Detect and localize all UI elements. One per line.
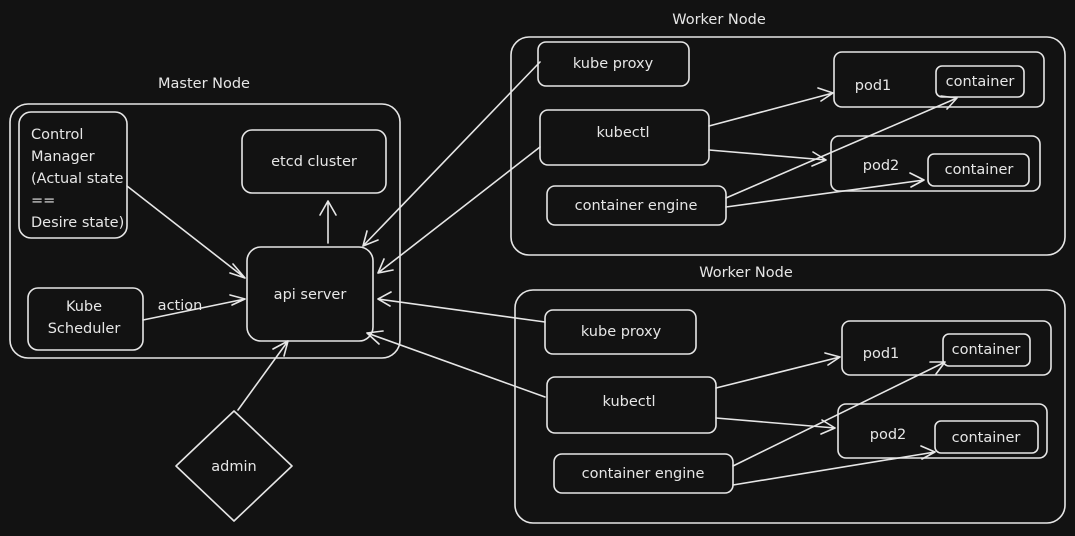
etcd-cluster-label: etcd cluster — [271, 154, 357, 170]
worker-1-pod2-container-label: container — [944, 162, 1014, 178]
etcd-cluster-box — [241, 129, 387, 194]
admin-diamond — [175, 410, 293, 522]
worker-1-pod2-box — [830, 135, 1041, 192]
worker-2-pod2-label: pod2 — [869, 427, 907, 443]
worker-1-kubectl-box — [539, 109, 710, 166]
worker-1-kube-proxy-label: kube proxy — [572, 56, 654, 72]
worker-2-kubectl-label: kubectl — [602, 394, 656, 410]
worker-2-kubectl-box — [546, 376, 717, 434]
control-manager-line-4: == — [31, 193, 56, 209]
worker-2-pod1-container-label: container — [951, 342, 1021, 358]
control-manager-box — [18, 111, 128, 239]
worker-2-pod2-container-label: container — [951, 430, 1021, 446]
control-manager-label: Control Manager (Actual state == Desire … — [31, 124, 124, 234]
arrow-w2-kubectl-to-pod2 — [715, 417, 836, 435]
worker-2-frame — [514, 289, 1066, 524]
worker-1-title: Worker Node — [672, 12, 766, 28]
worker-2-pod1-label: pod1 — [862, 346, 900, 362]
master-node-title: Master Node — [158, 76, 250, 92]
arrow-api-to-etcd — [319, 200, 337, 244]
worker-1-pod1-label: pod1 — [854, 78, 892, 94]
worker-1-pod1-box — [833, 51, 1045, 108]
control-manager-line-1: Control — [31, 127, 84, 143]
worker-2-container-engine-label: container engine — [581, 466, 705, 482]
worker-2-pod2-container-box — [934, 420, 1039, 454]
worker-1-pod1-container-label: container — [945, 74, 1015, 90]
arrow-w2-kube-proxy-to-api — [377, 291, 546, 323]
arrow-w2-engine-to-pod1-container — [732, 361, 946, 467]
worker-2-kube-proxy-box — [544, 309, 697, 355]
worker-1-container-engine-box — [546, 185, 727, 226]
arrow-w1-kubectl-to-pod1 — [708, 87, 834, 127]
action-label: action — [157, 298, 203, 314]
worker-1-pod2-container-box — [927, 153, 1030, 187]
master-node-frame — [9, 103, 401, 359]
arrow-scheduler-to-api — [142, 294, 246, 321]
arrow-w2-kubectl-to-pod1 — [715, 352, 841, 389]
control-manager-line-5: Desire state) — [31, 215, 125, 231]
worker-1-container-engine-label: container engine — [574, 198, 698, 214]
worker-2-pod1-container-box — [942, 333, 1031, 367]
worker-2-container-engine-box — [553, 453, 734, 494]
admin-label: admin — [211, 459, 257, 475]
control-manager-line-3: (Actual state — [31, 171, 124, 187]
kube-scheduler-label: Kube Scheduler — [48, 296, 121, 340]
arrow-admin-to-api — [237, 340, 289, 411]
worker-1-kubectl-label: kubectl — [596, 125, 650, 141]
worker-1-pod2-label: pod2 — [862, 158, 900, 174]
worker-2-pod1-box — [841, 320, 1052, 376]
worker-2-pod2-box — [837, 403, 1048, 459]
worker-2-kube-proxy-label: kube proxy — [580, 324, 662, 340]
arrow-control-manager-to-api — [126, 185, 246, 279]
arrow-w1-kube-proxy-to-api — [362, 61, 541, 247]
arrow-w2-kubectl-to-api — [366, 330, 546, 398]
api-server-label: api server — [273, 287, 347, 303]
arrow-w1-engine-to-pod1-container — [725, 95, 958, 199]
kube-scheduler-line-2: Scheduler — [47, 321, 121, 337]
arrow-w1-kubectl-to-api — [377, 146, 541, 274]
arrow-w2-engine-to-pod2-container — [732, 445, 936, 486]
control-manager-line-2: Manager — [31, 149, 95, 165]
arrow-w1-kubectl-to-pod2 — [708, 149, 827, 167]
api-server-box — [246, 246, 374, 342]
worker-1-pod1-container-box — [935, 65, 1025, 98]
kube-scheduler-line-1: Kube — [65, 299, 103, 315]
kube-scheduler-box — [27, 287, 144, 351]
worker-1-frame — [510, 36, 1066, 256]
arrow-w1-engine-to-pod2-container — [725, 172, 925, 208]
worker-2-title: Worker Node — [699, 265, 793, 281]
